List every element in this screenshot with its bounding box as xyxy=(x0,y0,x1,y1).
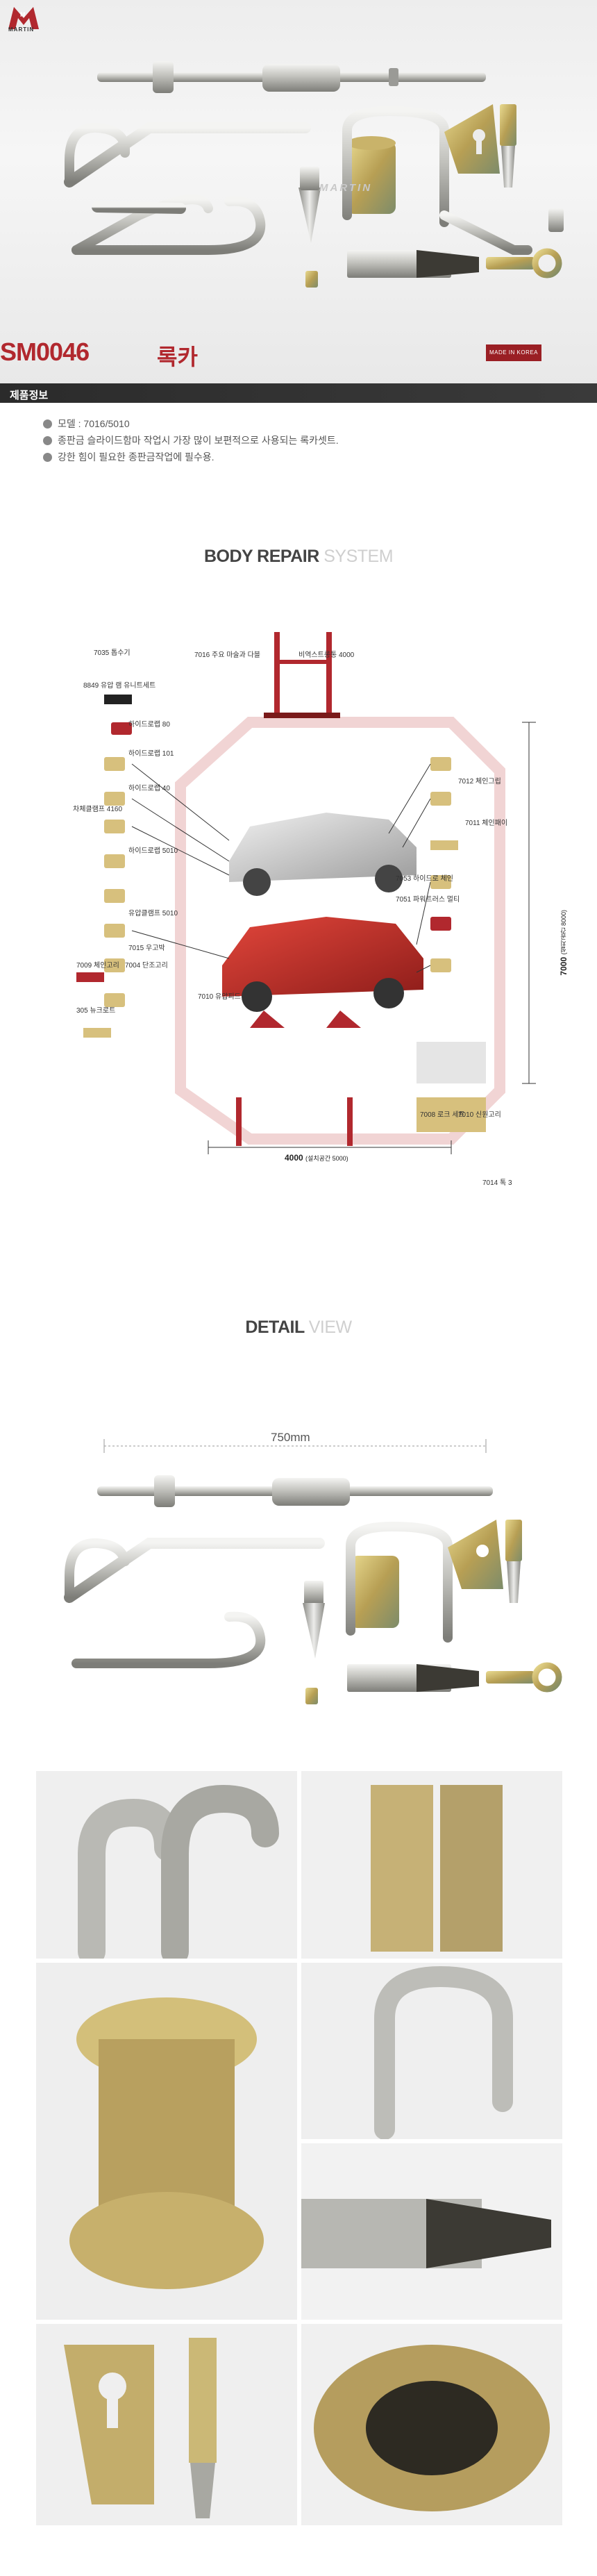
photo-cylinder-end xyxy=(301,2324,562,2525)
diagram-label: 7010 유압피드 xyxy=(198,993,241,1001)
info-section-title: 제품정보 xyxy=(10,390,49,401)
detail-product-image xyxy=(64,1439,562,1704)
j-hooks-image xyxy=(36,1771,297,1959)
cylinder-end-image xyxy=(301,2324,562,2525)
bullet-icon xyxy=(43,435,52,445)
diagram-label: 하이드로랩 101 xyxy=(128,750,174,758)
diagram-label: 하이드로랩 5010 xyxy=(128,847,178,855)
hero-product-image xyxy=(64,61,564,288)
photo-loop-bracket xyxy=(301,1963,562,2139)
diagram-label: 7053 하이드로 체인 xyxy=(396,875,454,883)
hero-watermark: MARTIN xyxy=(319,182,373,194)
logo-text: MARTIN xyxy=(8,26,35,33)
photo-cylinder xyxy=(36,1963,297,2320)
diagram-label: 7051 파워트러스 멀티 xyxy=(396,896,460,904)
diagram-label: 하이드로랩 80 xyxy=(128,721,170,729)
info-list-item: 모델 : 7016/5010 xyxy=(43,415,339,432)
info-list-item: 강한 힘이 필요한 종판금작업에 필수용. xyxy=(43,449,339,465)
dimension-vertical: 7000 (설치공간 8000) xyxy=(559,910,569,976)
product-code: SM0046 xyxy=(0,338,90,366)
photo-keyhole-plate xyxy=(36,2324,297,2525)
logo-letter: M xyxy=(20,11,26,18)
diagram-label: 305 뉴크로트 xyxy=(76,1007,116,1015)
wedge-tip-image xyxy=(301,2143,562,2320)
diagram-label: 7010 신원고리 xyxy=(458,1111,501,1119)
body-repair-diagram xyxy=(76,632,536,1154)
info-header-bar xyxy=(0,383,597,403)
photo-wedge-tip xyxy=(301,2143,562,2320)
square-ends-image xyxy=(301,1771,562,1959)
diagram-label: 8849 유압 램 유니트세트 xyxy=(83,682,156,690)
bullet-icon xyxy=(43,452,52,462)
hero-banner: M MARTIN MARTIN xyxy=(0,0,597,389)
cylinder-image xyxy=(36,1963,297,2320)
info-list: 모델 : 7016/5010 종판금 슬라이드함마 작업시 가장 많이 보편적으… xyxy=(43,415,339,465)
diagram-label: 7004 단조고리 xyxy=(125,962,168,970)
bullet-icon xyxy=(43,419,52,429)
diagram-label: 7009 체인고리 xyxy=(76,962,119,970)
dimension-horizontal: 4000 (설치공간 5000) xyxy=(285,1153,348,1163)
keyhole-plate-image xyxy=(36,2324,297,2525)
diagram-label: 하이드로랩 40 xyxy=(128,785,170,792)
product-name: 록카 xyxy=(157,344,198,369)
diagram-label: 7016 주요 마술과 다블 xyxy=(194,651,260,659)
diagram-label: 7035 톱수기 xyxy=(94,649,131,657)
diagram-labels: 7035 톱수기 8849 유압 램 유니트세트 7016 주요 마술과 다블 … xyxy=(69,618,569,1229)
diagram-label: 비역스트롱통 4000 xyxy=(298,651,355,659)
brand-logo: M xyxy=(8,7,39,29)
photo-square-ends xyxy=(301,1771,562,1959)
diagram-label: 7011 체인패이 xyxy=(465,820,508,827)
diagram-label: 7012 체인그립 xyxy=(458,778,501,786)
detail-dimension-label: 750mm xyxy=(271,1431,310,1444)
diagram-label: 유압클램프 5010 xyxy=(128,910,178,917)
diagram-label: 7008 로크 세트 xyxy=(420,1111,465,1119)
loop-bracket-image xyxy=(301,1963,562,2139)
made-in-badge: MADE IN KOREA xyxy=(486,344,541,361)
body-repair-heading: BODY REPAIR SYSTEM xyxy=(203,547,394,566)
diagram-label: 7015 우고박 xyxy=(128,945,165,952)
info-list-item: 종판금 슬라이드함마 작업시 가장 많이 보편적으로 사용되는 록카셋트. xyxy=(43,432,339,449)
diagram-label: 7014 톡 3 xyxy=(482,1179,512,1187)
diagram-label: 차체클램프 4160 xyxy=(73,806,123,813)
photo-j-hooks xyxy=(36,1771,297,1959)
detail-view-heading: DETAIL VIEW xyxy=(245,1318,352,1337)
